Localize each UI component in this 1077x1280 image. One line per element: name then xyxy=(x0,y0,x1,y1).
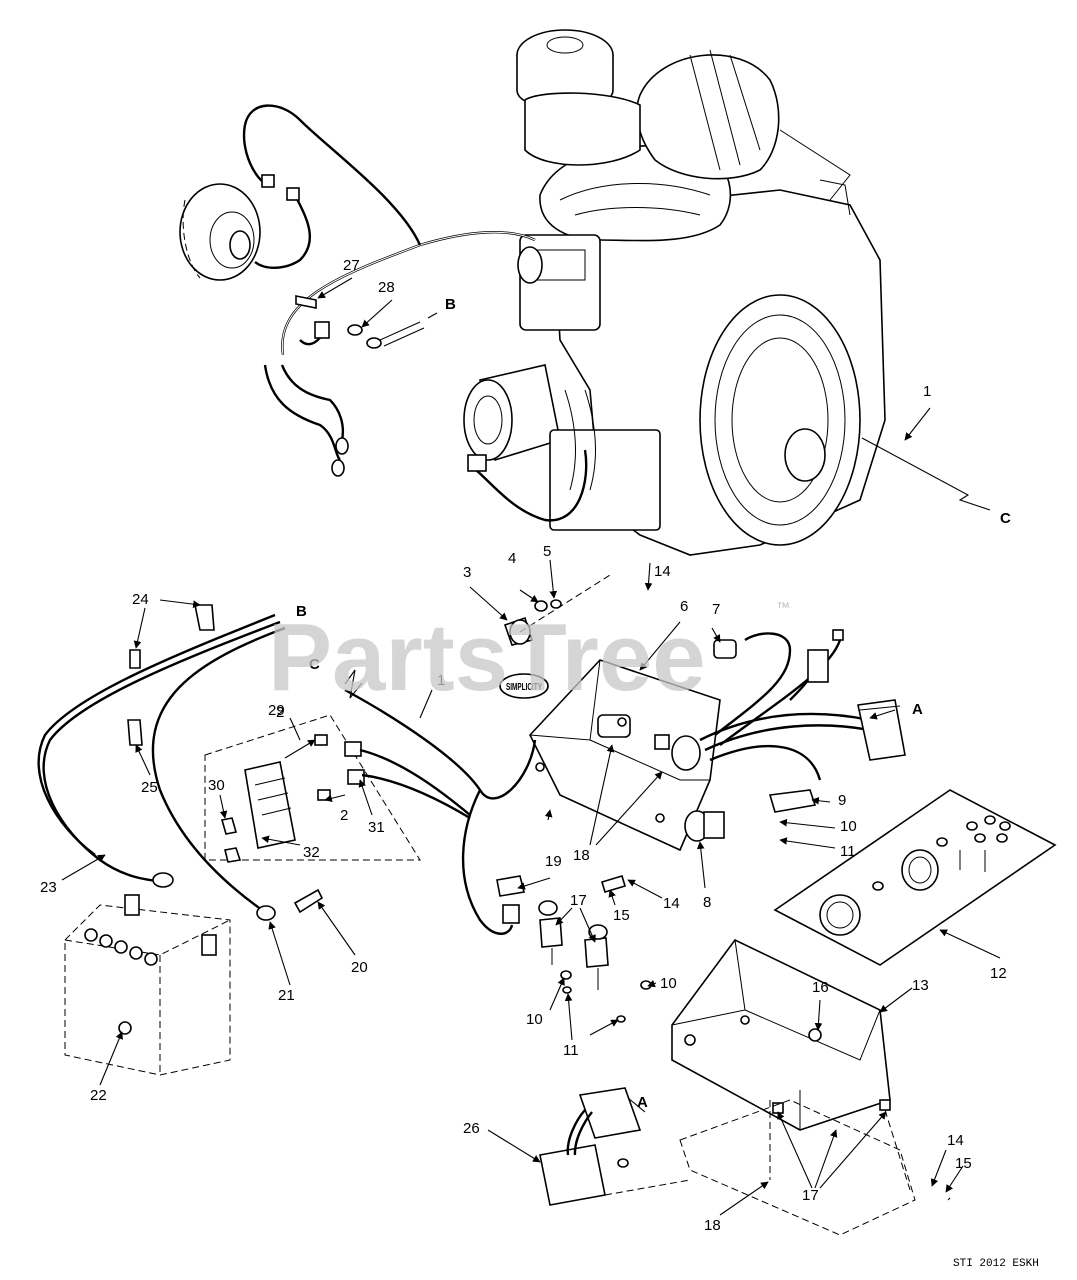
rectifier xyxy=(539,1087,691,1206)
part-label: 4 xyxy=(508,550,516,567)
watermark-trademark: ™ xyxy=(776,599,790,615)
part-label: 3 xyxy=(463,564,471,581)
part-label: 23 xyxy=(40,879,57,896)
part-label: 13 xyxy=(912,977,929,994)
engine-harness xyxy=(242,104,588,522)
part-label: 27 xyxy=(343,257,360,274)
watermark: PartsTree ™ xyxy=(268,599,790,711)
battery xyxy=(64,894,231,1076)
part-label: 6 xyxy=(680,598,688,615)
watermark-text: PartsTree xyxy=(268,604,706,711)
part-label: 20 xyxy=(351,959,368,976)
part-label: 10 xyxy=(840,818,857,835)
engine xyxy=(463,29,886,556)
emblem-text: SIMPLICITY xyxy=(506,682,542,693)
part-label: 5 xyxy=(543,543,551,560)
part-label: 2 xyxy=(340,807,348,824)
part-label: 26 xyxy=(463,1120,480,1137)
part-label: 30 xyxy=(208,777,225,794)
part-label: 17 xyxy=(570,892,587,909)
part-label: 29 xyxy=(268,702,285,719)
part-label: 25 xyxy=(141,779,158,796)
leader-lines xyxy=(61,277,1001,1216)
part-label: 2 xyxy=(276,704,284,721)
part-label: 15 xyxy=(955,1155,972,1172)
part-label: 7 xyxy=(712,601,720,618)
part-labels: 1 1 2 2 3 4 5 6 7 8 9 10 10 10 11 11 12 … xyxy=(40,257,1007,1234)
part-label: 32 xyxy=(303,844,320,861)
dash-panel: SIMPLICITY xyxy=(499,574,906,852)
part-label: 22 xyxy=(90,1087,107,1104)
part-label: 12 xyxy=(990,965,1007,982)
connector-label: A xyxy=(637,1094,648,1111)
mounting-bracket xyxy=(671,938,916,1236)
part-label: 19 xyxy=(545,853,562,870)
part-label: 10 xyxy=(660,975,677,992)
connector-label: C xyxy=(309,656,320,673)
interlock-switches xyxy=(538,875,652,1023)
part-label: 24 xyxy=(132,591,149,608)
part-label: 1 xyxy=(923,383,931,400)
main-harness xyxy=(344,669,537,935)
connector-labels: A A B B C C xyxy=(296,296,1011,1111)
part-label: 10 xyxy=(526,1011,543,1028)
part-label: 11 xyxy=(840,843,856,860)
part-label: 18 xyxy=(573,847,590,864)
part-label: 16 xyxy=(812,979,829,996)
part-label: 31 xyxy=(368,819,385,836)
part-label: 14 xyxy=(947,1132,964,1149)
drawing-code: STI 2012 ESKH xyxy=(953,1258,1039,1270)
connector-label: B xyxy=(296,603,307,620)
connector-label: B xyxy=(445,296,456,313)
battery-cables xyxy=(37,604,324,921)
ground-hardware xyxy=(295,295,425,349)
part-label: 8 xyxy=(703,894,711,911)
connector-label: A xyxy=(912,701,923,718)
gauge-kit xyxy=(773,789,1057,966)
part-label: 9 xyxy=(838,792,846,809)
pto-clutch xyxy=(179,183,261,281)
part-label: 15 xyxy=(613,907,630,924)
part-label: 11 xyxy=(563,1042,579,1059)
part-label: 28 xyxy=(378,279,395,296)
part-label: 1 xyxy=(437,672,445,689)
part-label: 14 xyxy=(654,563,671,580)
part-label: 17 xyxy=(802,1187,819,1204)
part-label: 21 xyxy=(278,987,295,1004)
fuse-block-assembly xyxy=(204,714,471,863)
part-label: 18 xyxy=(704,1217,721,1234)
connector-label: C xyxy=(1000,510,1011,527)
part-label: 14 xyxy=(663,895,680,912)
